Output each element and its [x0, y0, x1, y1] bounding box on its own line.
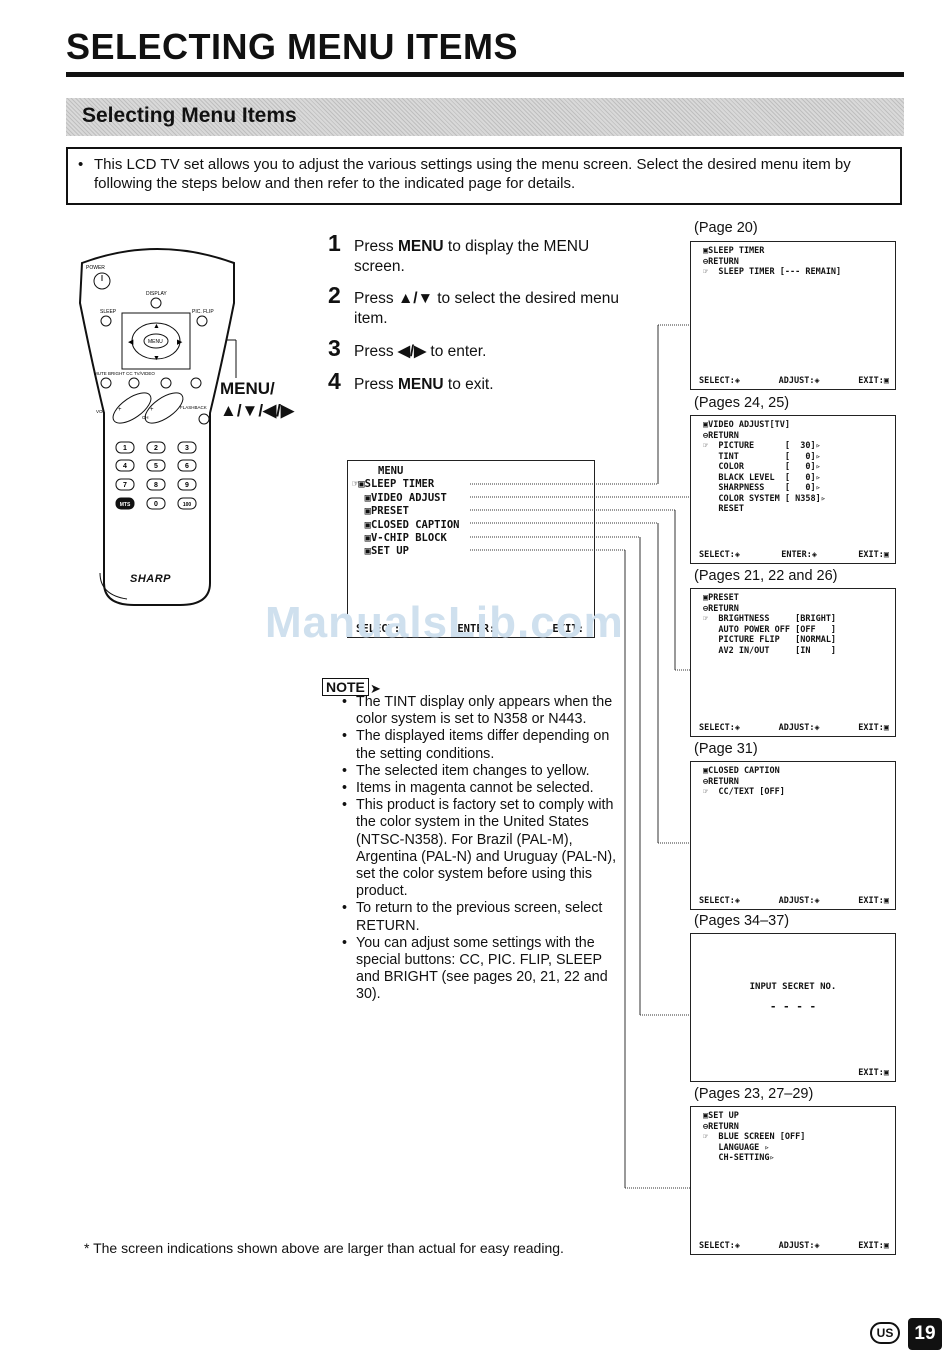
- menu-select-hint: SELECT:: [356, 623, 401, 635]
- menu-item-preset: ▣PRESET: [352, 505, 409, 518]
- page-ref-video-adjust: (Pages 24, 25): [694, 395, 790, 411]
- intro-box: [66, 147, 902, 205]
- svg-text:▼: ▼: [153, 355, 160, 362]
- section-title: Selecting Menu Items: [82, 104, 297, 127]
- menu-item-video-adjust: ▣VIDEO ADJUST: [352, 491, 447, 504]
- svg-text:2: 2: [154, 445, 158, 452]
- svg-text:1: 1: [123, 445, 127, 452]
- svg-text:FLASHBACK: FLASHBACK: [180, 405, 207, 410]
- svg-text:+: +: [150, 407, 154, 413]
- svg-text:3: 3: [185, 445, 189, 452]
- page-ref-closed-caption: (Page 31): [694, 741, 758, 757]
- step-text: Press ◀/▶ to enter.: [354, 343, 487, 360]
- step-number: 4: [328, 368, 341, 394]
- watermark: ManualsLib.com: [265, 598, 624, 647]
- intro-paragraph: This LCD TV set allows you to adjust the…: [94, 156, 851, 192]
- step-number: 3: [328, 335, 341, 361]
- svg-text:+: +: [118, 407, 122, 413]
- remote-control-illustration: POWER DISPLAY SLEEP PIC. FLIP MENU ▲ ▼ ◀…: [72, 243, 242, 613]
- svg-text:VOL: VOL: [96, 409, 106, 414]
- page-ref-preset: (Pages 21, 22 and 26): [694, 568, 838, 584]
- remote-brand-logo: SHARP: [130, 573, 172, 585]
- menu-item-set-up: ▣SET UP: [352, 545, 409, 558]
- screen-v-chip-block: INPUT SECRET NO. - - - - EXIT:▣: [690, 933, 896, 1082]
- remote-callout-label: MENU/ ▲/▼/◀/▶: [220, 378, 294, 422]
- note-item: Items in magenta cannot be selected.: [340, 780, 620, 797]
- region-badge: US: [870, 1322, 900, 1344]
- svg-text:CH: CH: [142, 415, 149, 420]
- menu-title: MENU: [378, 465, 404, 477]
- note-item: You can adjust some settings with the sp…: [340, 935, 620, 1004]
- secret-number-dashes: - - - -: [769, 1000, 817, 1013]
- menu-bottom-bar: SELECT: ENTER: EXIT:: [356, 623, 584, 635]
- screen-sleep-timer: ▣SLEEP TIMER⊖RETURN☞ SLEEP TIMER [--- RE…: [690, 241, 896, 390]
- svg-text:▶: ▶: [177, 339, 183, 346]
- intro-text: • This LCD TV set allows you to adjust t…: [78, 155, 878, 193]
- menu-exit-hint: EXIT:: [552, 623, 584, 635]
- page-title: SELECTING MENU ITEMS: [66, 26, 519, 67]
- menu-screen: MENU☞▣SLEEP TIMER ▣VIDEO ADJUST ▣PRESET …: [347, 460, 595, 638]
- intro-bullet: •: [78, 156, 84, 173]
- svg-text:SLEEP: SLEEP: [100, 309, 117, 315]
- note-item: The TINT display only appears when the c…: [340, 694, 620, 728]
- svg-text:7: 7: [123, 482, 127, 489]
- page-ref-set-up: (Pages 23, 27–29): [694, 1086, 814, 1102]
- svg-text:100: 100: [183, 502, 192, 508]
- note-arrow-icon: ➤: [370, 681, 381, 696]
- page-number: 19: [908, 1318, 942, 1350]
- menu-item-v-chip-block: ▣V-CHIP BLOCK: [352, 532, 447, 545]
- secret-number-prompt: INPUT SECRET NO.: [749, 982, 837, 992]
- screen-closed-caption: ▣CLOSED CAPTION⊖RETURN☞ CC/TEXT [OFF] SE…: [690, 761, 896, 910]
- menu-osd: MENU☞▣SLEEP TIMER ▣VIDEO ADJUST ▣PRESET …: [352, 465, 459, 559]
- svg-text:8: 8: [154, 482, 158, 489]
- step-number: 2: [328, 282, 341, 308]
- menu-item-closed-caption: ▣CLOSED CAPTION: [352, 518, 460, 531]
- svg-text:MENU: MENU: [148, 339, 163, 345]
- step-text: Press MENU to exit.: [354, 376, 494, 393]
- svg-text:PIC. FLIP: PIC. FLIP: [192, 309, 214, 315]
- svg-text:9: 9: [185, 482, 189, 489]
- svg-text:0: 0: [154, 501, 158, 508]
- screen-video-adjust: ▣VIDEO ADJUST[TV]⊖RETURN☞ PICTURE [ 30]▹…: [690, 415, 896, 564]
- callout-line-1: MENU/: [220, 379, 275, 398]
- footnote: * The screen indications shown above are…: [84, 1240, 564, 1256]
- remote-power-label: POWER: [86, 265, 105, 271]
- note-item: The displayed items differ depending on …: [340, 728, 620, 762]
- note-list: The TINT display only appears when the c…: [340, 694, 620, 1004]
- svg-text:MTS: MTS: [120, 502, 131, 508]
- svg-text:4: 4: [123, 463, 127, 470]
- screen-preset: ▣PRESET⊖RETURN☞ BRIGHTNESS [BRIGHT] AUTO…: [690, 588, 896, 737]
- callout-line-2: ▲/▼/◀/▶: [220, 401, 294, 420]
- page-ref-v-chip: (Pages 34–37): [694, 913, 790, 929]
- note-item: The selected item changes to yellow.: [340, 763, 620, 780]
- svg-text:5: 5: [154, 463, 158, 470]
- note-item: To return to the previous screen, select…: [340, 900, 620, 934]
- step-number: 1: [328, 230, 341, 256]
- section-band: [66, 98, 904, 136]
- note-item: This product is factory set to comply wi…: [340, 797, 620, 900]
- menu-enter-hint: ENTER:: [457, 623, 496, 635]
- svg-text:◀: ◀: [128, 339, 134, 346]
- title-rule: [66, 72, 904, 77]
- step-text: Press ▲/▼ to select the desired menu ite…: [354, 290, 620, 327]
- screen-set-up: ▣SET UP⊖RETURN☞ BLUE SCREEN [OFF] LANGUA…: [690, 1106, 896, 1255]
- step-text: Press MENU to display the MENU screen.: [354, 238, 590, 275]
- menu-item-sleep-timer: ☞▣SLEEP TIMER: [352, 478, 435, 491]
- svg-text:MUTE BRIGHT CC TV/VIDEO: MUTE BRIGHT CC TV/VIDEO: [94, 371, 155, 376]
- page-ref-sleep-timer: (Page 20): [694, 220, 758, 236]
- svg-text:DISPLAY: DISPLAY: [146, 291, 167, 297]
- svg-text:6: 6: [185, 463, 189, 470]
- svg-text:▲: ▲: [153, 323, 160, 330]
